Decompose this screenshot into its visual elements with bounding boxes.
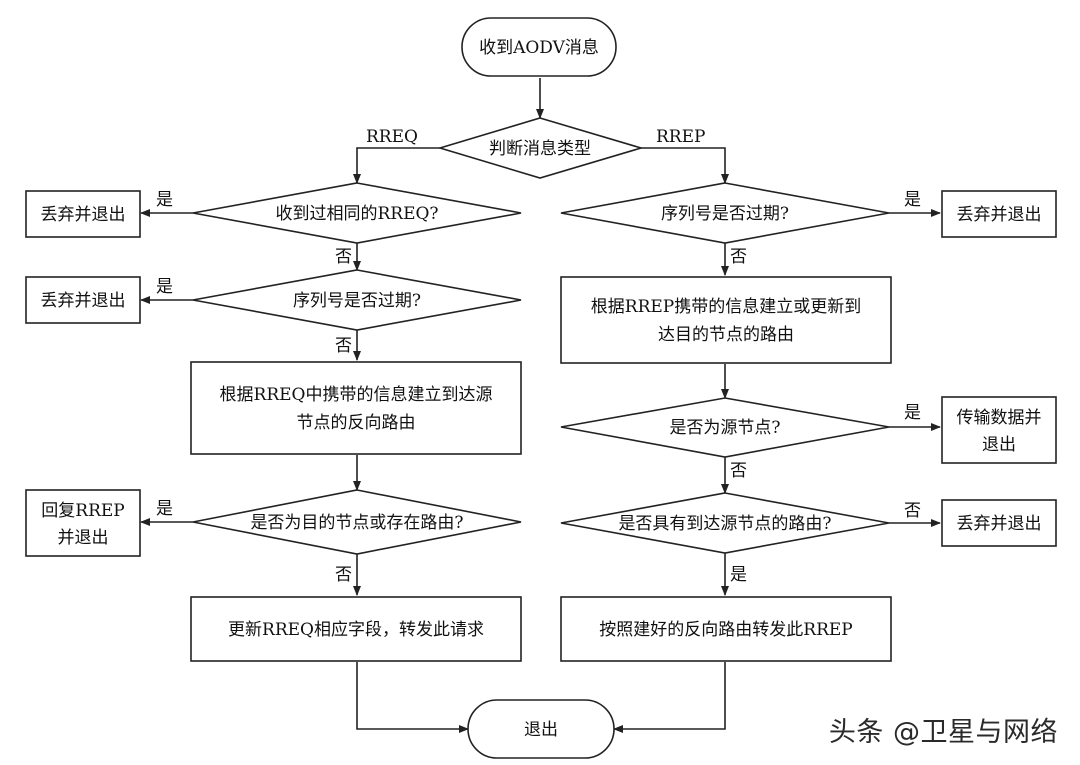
label-rreq-dest-yes: 是 (156, 499, 173, 519)
nodes: 收到AODV消息 判断消息类型 收到过相同的RREQ? 丢弃并退出 序列号是否过… (25, 17, 1057, 759)
rrep-route-label: 是否具有到达源节点的路由? (618, 514, 831, 534)
edge-rrep-forward-exit (613, 662, 726, 733)
rreq-reply-line1: 回复RREP (41, 501, 124, 521)
rrep-discard2-box: 丢弃并退出 (941, 499, 1057, 547)
rreq-discard2-label: 丢弃并退出 (41, 291, 126, 311)
rreq-discard2-box: 丢弃并退出 (25, 276, 141, 324)
label-rrep-source-no: 否 (730, 461, 747, 481)
label-rrep-seq-no: 否 (730, 247, 747, 267)
exit-label: 退出 (524, 720, 558, 740)
rrep-route-decision: 是否具有到达源节点的路由? (560, 492, 890, 554)
rrep-discard1-box: 丢弃并退出 (941, 190, 1057, 238)
rrep-forward-box: 按照建好的反向路由转发此RREP (560, 596, 892, 662)
label-rreq-seq-yes: 是 (156, 277, 173, 297)
rrep-transmit-line1: 传输数据并 (957, 408, 1042, 428)
watermark: 头条 @卫星与网络 (828, 717, 1058, 748)
start-label: 收到AODV消息 (479, 38, 599, 58)
rreq-reverse-line2: 节点的反向路由 (297, 413, 416, 433)
rreq-discard1-box: 丢弃并退出 (25, 190, 141, 238)
rrep-discard1-label: 丢弃并退出 (957, 205, 1042, 225)
label-rreq-same-no: 否 (335, 247, 352, 267)
edge-judge-rreq (353, 147, 440, 184)
rreq-same-decision: 收到过相同的RREQ? (192, 182, 522, 244)
rrep-seq-label: 序列号是否过期? (661, 204, 789, 224)
rrep-transmit-box: 传输数据并 退出 (941, 396, 1057, 464)
label-rreq-seq-no: 否 (335, 336, 352, 356)
rreq-seq-label: 序列号是否过期? (293, 291, 421, 311)
judge-type-label: 判断消息类型 (489, 139, 591, 159)
rreq-seq-decision: 序列号是否过期? (192, 269, 522, 331)
exit-terminal: 退出 (467, 699, 615, 759)
label-rreq-branch: RREQ (366, 127, 418, 147)
edge-labels: RREQ RREP 是 否 是 否 是 否 是 否 是 否 否 是 (156, 127, 921, 585)
edges (140, 78, 941, 733)
rrep-source-label: 是否为源节点? (669, 418, 780, 438)
label-rrep-branch: RREP (656, 127, 705, 147)
rreq-discard1-label: 丢弃并退出 (41, 205, 126, 225)
judge-type-decision: 判断消息类型 (437, 117, 644, 179)
rrep-forward-label: 按照建好的反向路由转发此RREP (599, 620, 852, 640)
rreq-reply-line2: 并退出 (58, 528, 109, 548)
rrep-discard2-label: 丢弃并退出 (957, 514, 1042, 534)
rrep-seq-decision: 序列号是否过期? (560, 182, 890, 244)
rreq-dest-decision: 是否为目的节点或存在路由? (192, 489, 522, 555)
edge-judge-rrep (641, 147, 729, 184)
rrep-source-decision: 是否为源节点? (560, 397, 890, 458)
rreq-dest-label: 是否为目的节点或存在路由? (250, 513, 463, 533)
rreq-update-label: 更新RREQ相应字段，转发此请求 (228, 620, 484, 640)
label-rreq-dest-no: 否 (335, 565, 352, 585)
rrep-build-line1: 根据RREP携带的信息建立或更新到 (591, 297, 861, 317)
rreq-update-box: 更新RREQ相应字段，转发此请求 (190, 596, 522, 662)
label-rreq-same-yes: 是 (156, 190, 173, 210)
rrep-build-line2: 达目的节点的路由 (658, 325, 794, 345)
label-rrep-seq-yes: 是 (904, 190, 921, 210)
start-terminal: 收到AODV消息 (461, 17, 617, 77)
rrep-build-box: 根据RREP携带的信息建立或更新到 达目的节点的路由 (560, 276, 892, 364)
rrep-transmit-line2: 退出 (982, 435, 1016, 455)
label-rrep-route-no: 否 (904, 501, 921, 521)
rreq-reverse-box: 根据RREQ中携带的信息建立到达源 节点的反向路由 (190, 361, 522, 455)
edge-rreq-update-exit (356, 662, 469, 733)
rreq-reply-box: 回复RREP 并退出 (25, 489, 141, 557)
rreq-reverse-line1: 根据RREQ中携带的信息建立到达源 (220, 385, 493, 405)
rreq-same-label: 收到过相同的RREQ? (275, 204, 438, 224)
label-rrep-route-yes: 是 (730, 565, 747, 585)
label-rrep-source-yes: 是 (904, 403, 921, 423)
